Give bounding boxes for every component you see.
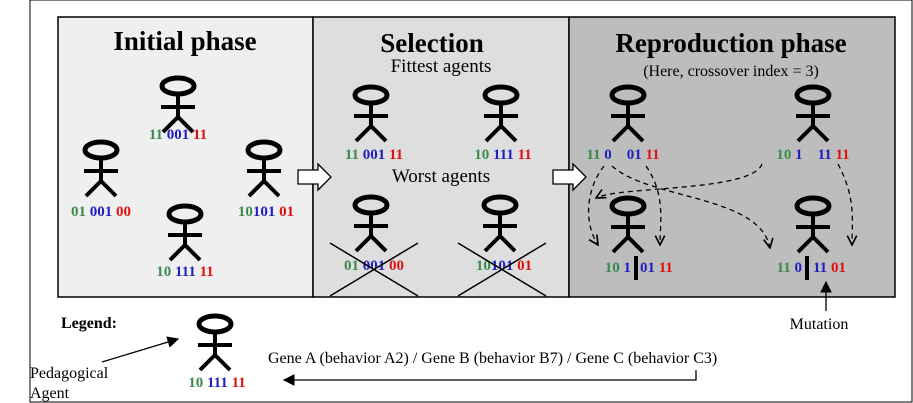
legend-title: Legend: [61, 315, 117, 332]
legend-genes-pointer [282, 370, 697, 386]
eliminated-cross [329, 242, 419, 297]
genome-initial-bottom: 10 111 11 [156, 264, 214, 280]
legend-pedagogical-line2: Agent [30, 385, 70, 402]
eliminated-cross [457, 242, 547, 297]
phase-arrow [552, 162, 587, 192]
crossover-index-note: (Here, crossover index = 3) [643, 63, 819, 80]
legend-agent-pointer [101, 336, 180, 363]
genome-child-2-left: 11 0 [777, 260, 802, 276]
genome-legend-agent: 10 111 11 [188, 375, 246, 391]
genome-initial-left: 01 001 00 [71, 204, 131, 220]
genome-initial-right: 10101 01 [238, 204, 294, 220]
legend-agent-icon [198, 316, 232, 370]
initial-phase-title: Initial phase [113, 26, 256, 56]
genome-parent-1: 11 0 01 11 [586, 147, 659, 163]
fittest-agents-label: Fittest agents [391, 56, 492, 77]
figure-frame [29, 0, 913, 403]
legend-pedagogical-line1: Pedagogical [30, 365, 109, 382]
genome-parent-2: 10 1 11 11 [776, 147, 849, 163]
crossover-arrows [587, 163, 853, 248]
genome-child-1-right: 01 11 [640, 260, 673, 276]
genome-child-1-left: 10 1 [605, 260, 631, 276]
legend-genes-caption: Gene A (behavior A2) / Gene B (behavior … [268, 350, 717, 367]
panel-reproduction-phase [568, 16, 896, 298]
genome-worst-2: 10101 01 [476, 258, 532, 274]
phase-arrow [297, 162, 332, 192]
worst-agents-label: Worst agents [392, 166, 490, 187]
genome-fittest-1: 11 001 11 [345, 147, 403, 163]
mutation-label: Mutation [790, 316, 849, 333]
genome-initial-top: 11 001 11 [149, 127, 207, 143]
selection-title: Selection [380, 28, 483, 58]
genome-fittest-2: 10 111 11 [474, 147, 532, 163]
genome-child-2-right: 11 01 [813, 260, 846, 276]
reproduction-phase-title: Reproduction phase [615, 28, 846, 58]
genome-worst-1: 01 001 00 [344, 258, 404, 274]
